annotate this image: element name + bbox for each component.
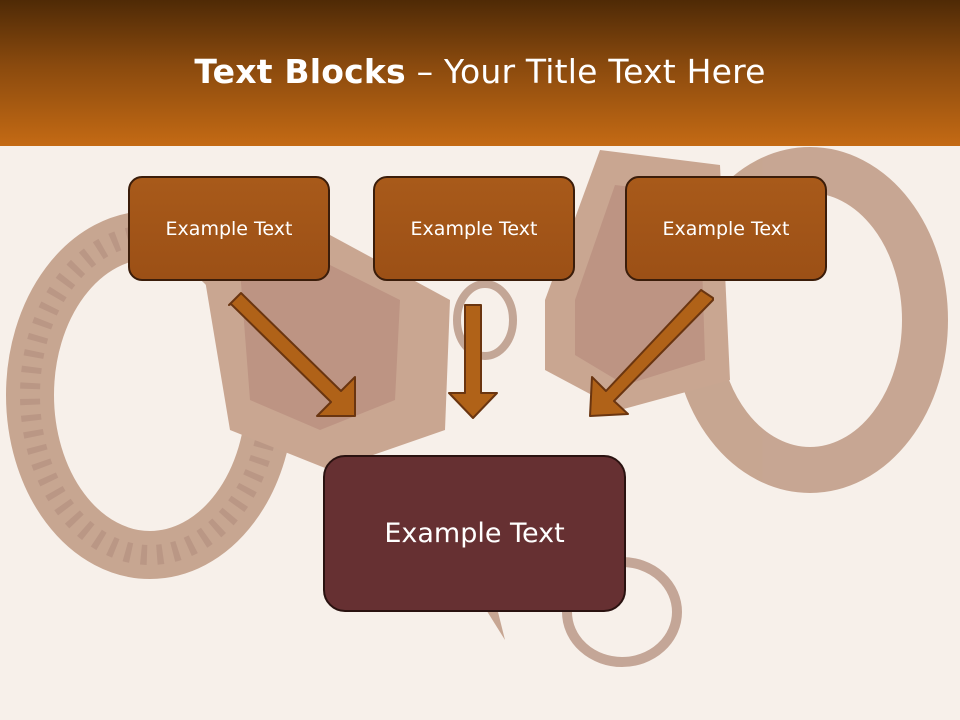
text-block-2-label: Example Text: [410, 217, 538, 240]
title-rest-text: – Your Title Text Here: [405, 51, 766, 91]
text-block-3-label: Example Text: [662, 217, 790, 240]
text-block-2[interactable]: Example Text: [373, 176, 575, 281]
result-block-label: Example Text: [384, 518, 565, 549]
text-block-3[interactable]: Example Text: [625, 176, 827, 281]
result-block[interactable]: Example Text: [323, 455, 626, 612]
title-bold-text: Text Blocks: [194, 51, 406, 91]
text-block-1[interactable]: Example Text: [128, 176, 330, 281]
text-block-1-label: Example Text: [165, 217, 293, 240]
slide-title: Text Blocks – Your Title Text Here: [194, 52, 765, 91]
title-bar: Text Blocks – Your Title Text Here: [0, 0, 960, 146]
